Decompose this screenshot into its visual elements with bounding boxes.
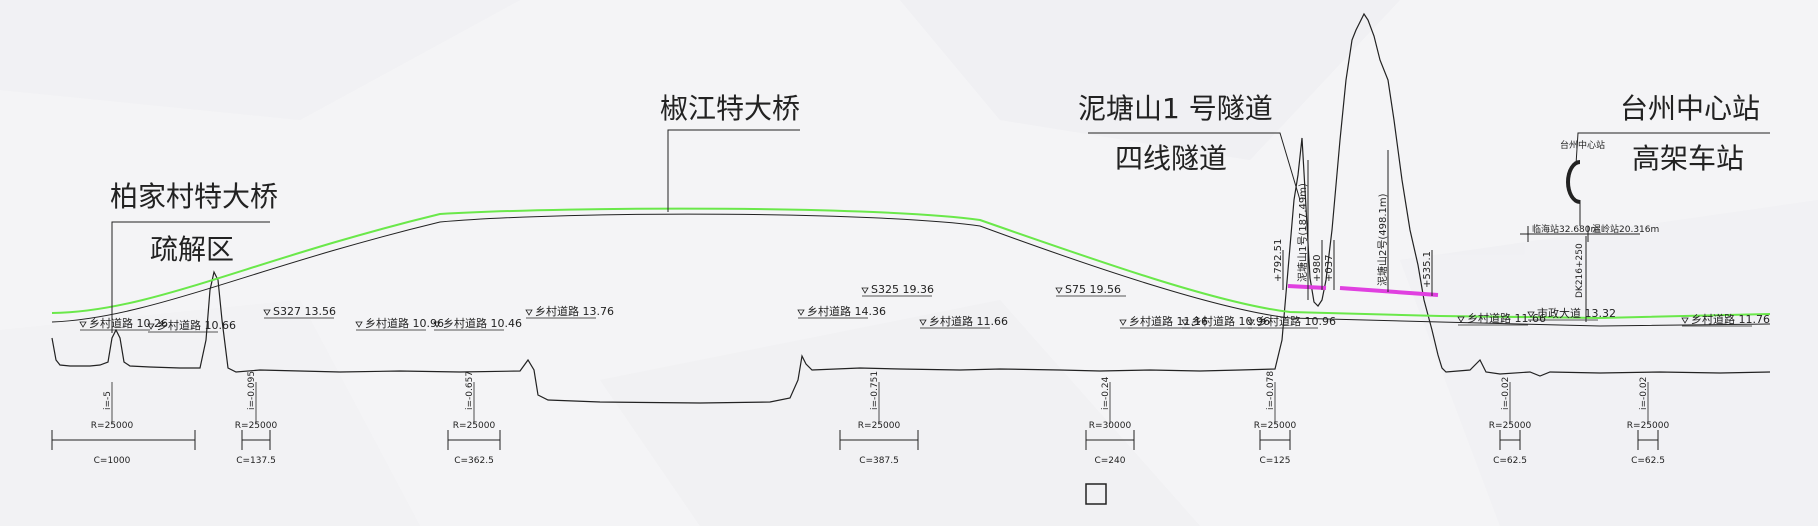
elevation-marker: 乡村道路 13.76 (525, 304, 614, 319)
elevation-label: 乡村道路 10.96 (365, 316, 444, 330)
elevation-label: 市政大道 13.32 (1537, 306, 1616, 320)
tunnel-labels: +792.51 泥塘山1号(187.49m) +980 +037 泥塘山2号(4… (1273, 150, 1433, 300)
elevation-marker: 乡村道路 10.46 (433, 316, 522, 331)
jiaojiang-leader (667, 129, 800, 212)
curve-radius: R=25000 (1489, 421, 1532, 431)
curve-length: C=62.5 (1493, 456, 1527, 466)
elevation-label: 乡村道路 11.16 (1129, 314, 1208, 328)
elevation-marker: 乡村道路 14.36 (797, 304, 886, 319)
tunnel-2-label: 泥塘山2号(498.1m) (1376, 193, 1389, 286)
curve-length: C=137.5 (236, 456, 276, 466)
elevation-label: 乡村道路 10.66 (157, 318, 236, 332)
elevation-marker: 乡村道路 10.66 (147, 318, 236, 333)
tunnel-1-segment (1287, 284, 1327, 290)
elevation-marker: S75 19.56 (1055, 283, 1126, 297)
elevation-label: 乡村道路 11.66 (1467, 311, 1546, 325)
station-rail-2: 温岭站20.316m (1592, 223, 1659, 235)
station-mileage: DK216+250 (1575, 243, 1585, 298)
elevation-marker: 乡村道路 11.16 (1119, 314, 1208, 329)
elevation-marker: S325 19.36 (861, 283, 934, 297)
tunnel-1-label: 泥塘山1号(187.49m) (1296, 183, 1309, 282)
curve-radius: R=30000 (1089, 421, 1132, 431)
curve-radius: R=25000 (858, 421, 901, 431)
station-name: 台州中心站 (1560, 139, 1605, 151)
nitang-leader (1088, 132, 1301, 201)
curve-radius: R=25000 (1254, 421, 1297, 431)
jiaojiang-title: 椒江特大桥 (660, 92, 800, 125)
tunnel-mark-2: +980 (1312, 255, 1323, 282)
curve-length: C=1000 (94, 456, 131, 466)
elevation-label: 乡村道路 13.76 (535, 304, 614, 318)
curve-length: C=125 (1259, 456, 1290, 466)
station-symbol: 台州中心站 临海站32.680m 温岭站20.316m DK216+250 (1520, 139, 1659, 322)
curve-grade: i=-0.078 (1266, 371, 1276, 410)
curve-length: C=240 (1094, 456, 1125, 466)
curve-grade: i=-0.02 (1639, 377, 1649, 410)
curve-grade: i=-0.657 (465, 371, 475, 410)
curve-radius: R=25000 (91, 421, 134, 431)
elevation-label: 乡村道路 10.96 (1257, 314, 1336, 328)
curve-length: C=362.5 (454, 456, 494, 466)
tunnel-mark-3: +037 (1324, 255, 1335, 282)
elevation-label: 乡村道路 10.26 (89, 316, 168, 330)
taizhou-title-1: 台州中心站 (1620, 92, 1760, 125)
elevation-marker: 市政大道 13.32 (1527, 306, 1616, 321)
tunnel-mark-4: +535.1 (1422, 251, 1433, 288)
curve-length: C=387.5 (859, 456, 899, 466)
curve-radius: R=25000 (453, 421, 496, 431)
elevation-label: 乡村道路 11.66 (929, 314, 1008, 328)
elevation-label: 乡村道路 11.76 (1691, 312, 1770, 326)
elevation-marker: S327 13.56 (263, 305, 336, 319)
curve-grade: i=-0.095 (247, 371, 257, 410)
elevation-label: S327 13.56 (273, 305, 336, 318)
track-line (51, 213, 1771, 327)
taizhou-title-2: 高架车站 (1632, 142, 1744, 175)
elevation-label: 乡村道路 14.36 (807, 304, 886, 318)
baijia-title-1: 柏家村特大桥 (110, 180, 278, 213)
tunnel-mark-1: +792.51 (1273, 239, 1284, 282)
nitang-title-1: 泥塘山1 号隧道 (1078, 92, 1273, 125)
curve-length: C=62.5 (1631, 456, 1665, 466)
vertical-curve-table: i=-5R=25000C=1000i=-0.095R=25000C=137.5i… (51, 371, 1670, 466)
curve-radius: R=25000 (1627, 421, 1670, 431)
nitang-title-2: 四线隧道 (1115, 142, 1227, 175)
curve-radius: R=25000 (235, 421, 278, 431)
curve-grade: i=-0.24 (1101, 376, 1111, 410)
elevation-marker: 乡村道路 11.66 (1457, 311, 1546, 326)
elevation-label: S75 19.56 (1065, 283, 1121, 296)
elevation-marker: 乡村道路 10.96 (355, 316, 444, 331)
station-rail-1: 临海站32.680m (1532, 223, 1599, 235)
baijia-title-2: 疏解区 (150, 233, 234, 266)
elevation-marker: 乡村道路 10.26 (79, 316, 168, 331)
elevation-label: 乡村道路 10.46 (443, 316, 522, 330)
elevation-marker: 乡村道路 11.76 (1681, 312, 1770, 327)
baijia-leader (111, 221, 270, 333)
tunnel-2-segment (1339, 286, 1439, 297)
elevation-marker: 乡村道路 10.96 (1247, 314, 1336, 329)
elevation-label: S325 19.36 (871, 283, 934, 296)
curve-grade: i=-0.751 (870, 371, 880, 410)
curve-grade: i=-5 (103, 391, 113, 410)
footer-box (1085, 483, 1107, 505)
design-line (51, 207, 1771, 320)
curve-grade: i=-0.02 (1501, 377, 1511, 410)
elevation-marker: 乡村道路 11.66 (919, 314, 1008, 329)
